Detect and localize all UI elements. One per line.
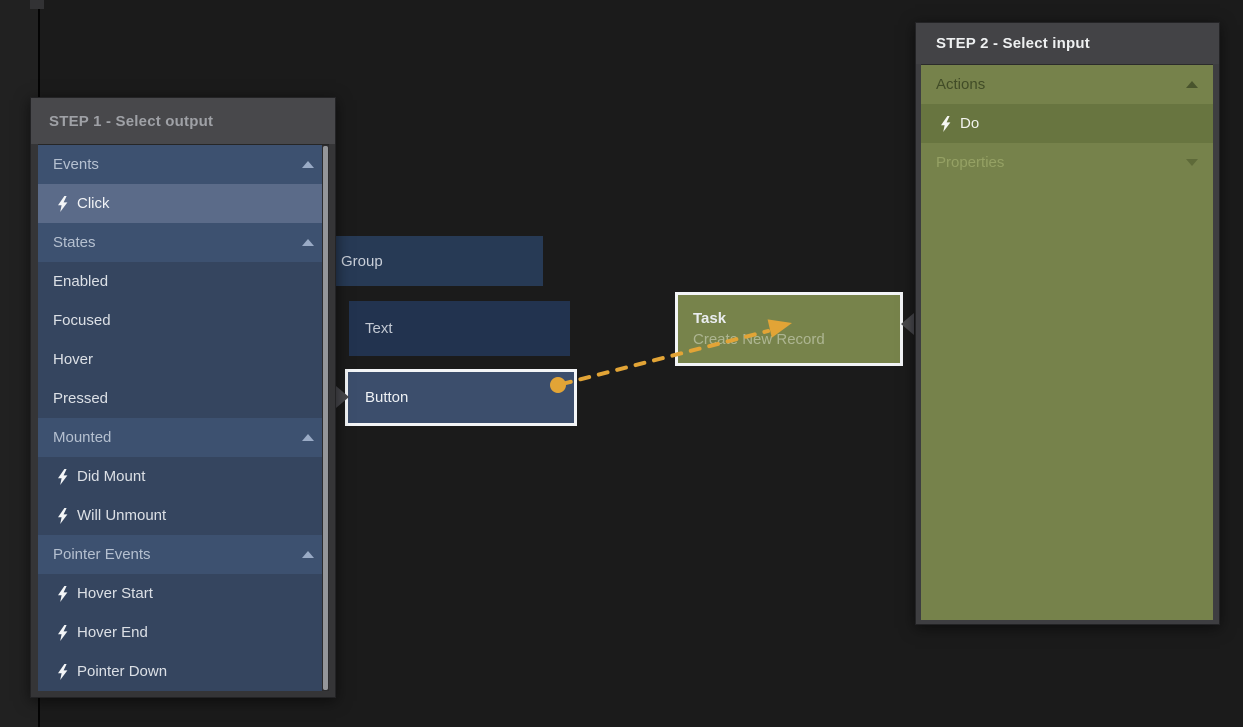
item-did-mount[interactable]: Did Mount (38, 457, 329, 496)
node-button[interactable]: Button (345, 369, 577, 426)
item-label: Hover Start (77, 585, 153, 602)
item-label: Did Mount (77, 468, 146, 485)
bolt-icon (58, 624, 68, 641)
item-label: Do (960, 115, 980, 132)
section-actions[interactable]: Actions (921, 65, 1213, 104)
chevron-up-icon (302, 239, 314, 246)
chevron-up-icon (1186, 81, 1198, 88)
item-pointer-down[interactable]: Pointer Down (38, 652, 329, 691)
step2-panel-pointer-icon (901, 313, 914, 335)
section-mounted[interactable]: Mounted (38, 418, 329, 457)
bolt-icon (58, 507, 68, 524)
item-hover-start[interactable]: Hover Start (38, 574, 329, 613)
item-will-unmount[interactable]: Will Unmount (38, 496, 329, 535)
step2-panel-title: STEP 2 - Select input (936, 35, 1090, 52)
chevron-up-icon (302, 161, 314, 168)
step2-panel: STEP 2 - Select input Actions Do Propert… (915, 22, 1220, 625)
section-events[interactable]: Events (38, 145, 329, 184)
step2-panel-header: STEP 2 - Select input (916, 23, 1219, 64)
item-hover-end[interactable]: Hover End (38, 613, 329, 652)
section-label: Actions (936, 76, 986, 93)
step1-panel-pointer-icon (336, 386, 349, 408)
item-label: Pressed (53, 390, 109, 407)
item-label: Hover (53, 351, 94, 368)
output-port-dot[interactable] (550, 377, 566, 393)
section-label: Properties (936, 154, 1005, 171)
step1-panel-body: Events Click States Enabled Focused Hove… (38, 144, 329, 691)
node-label: Group (341, 252, 383, 270)
step2-panel-body: Actions Do Properties (921, 64, 1213, 620)
section-label: Pointer Events (53, 546, 151, 563)
node-label: Button (365, 389, 409, 406)
item-focused[interactable]: Focused (38, 301, 329, 340)
item-label: Enabled (53, 273, 109, 290)
bolt-icon (58, 663, 68, 680)
section-properties[interactable]: Properties (921, 143, 1213, 182)
canvas-divider-handle (30, 0, 44, 9)
node-label: Text (365, 320, 393, 337)
item-enabled[interactable]: Enabled (38, 262, 329, 301)
item-click[interactable]: Click (38, 184, 329, 223)
section-states[interactable]: States (38, 223, 329, 262)
item-label: Hover End (77, 624, 148, 641)
node-text[interactable]: Text (349, 301, 570, 356)
chevron-up-icon (302, 434, 314, 441)
section-label: Mounted (53, 429, 112, 446)
scrollbar-thumb[interactable] (323, 146, 328, 690)
item-do[interactable]: Do (921, 104, 1213, 143)
section-pointer-events[interactable]: Pointer Events (38, 535, 329, 574)
step1-panel-title: STEP 1 - Select output (49, 112, 214, 130)
item-label: Focused (53, 312, 111, 329)
bolt-icon (58, 195, 68, 212)
item-label: Click (77, 195, 110, 212)
bolt-icon (58, 585, 68, 602)
step1-panel: STEP 1 - Select output Events Click Stat… (30, 97, 336, 698)
item-label: Pointer Down (77, 663, 168, 680)
item-hover[interactable]: Hover (38, 340, 329, 379)
section-label: States (53, 234, 96, 251)
step1-panel-header: STEP 1 - Select output (31, 98, 335, 144)
node-task[interactable]: Task Create New Record (675, 292, 903, 366)
section-label: Events (53, 156, 99, 173)
node-group[interactable]: Group (321, 236, 543, 286)
bolt-icon (941, 115, 951, 132)
scrollbar[interactable] (322, 145, 329, 691)
node-task-title: Task (693, 309, 727, 327)
chevron-up-icon (302, 551, 314, 558)
item-label: Will Unmount (77, 507, 167, 524)
bolt-icon (58, 468, 68, 485)
item-pressed[interactable]: Pressed (38, 379, 329, 418)
node-task-subtitle: Create New Record (693, 330, 825, 348)
chevron-down-icon (1186, 159, 1198, 166)
